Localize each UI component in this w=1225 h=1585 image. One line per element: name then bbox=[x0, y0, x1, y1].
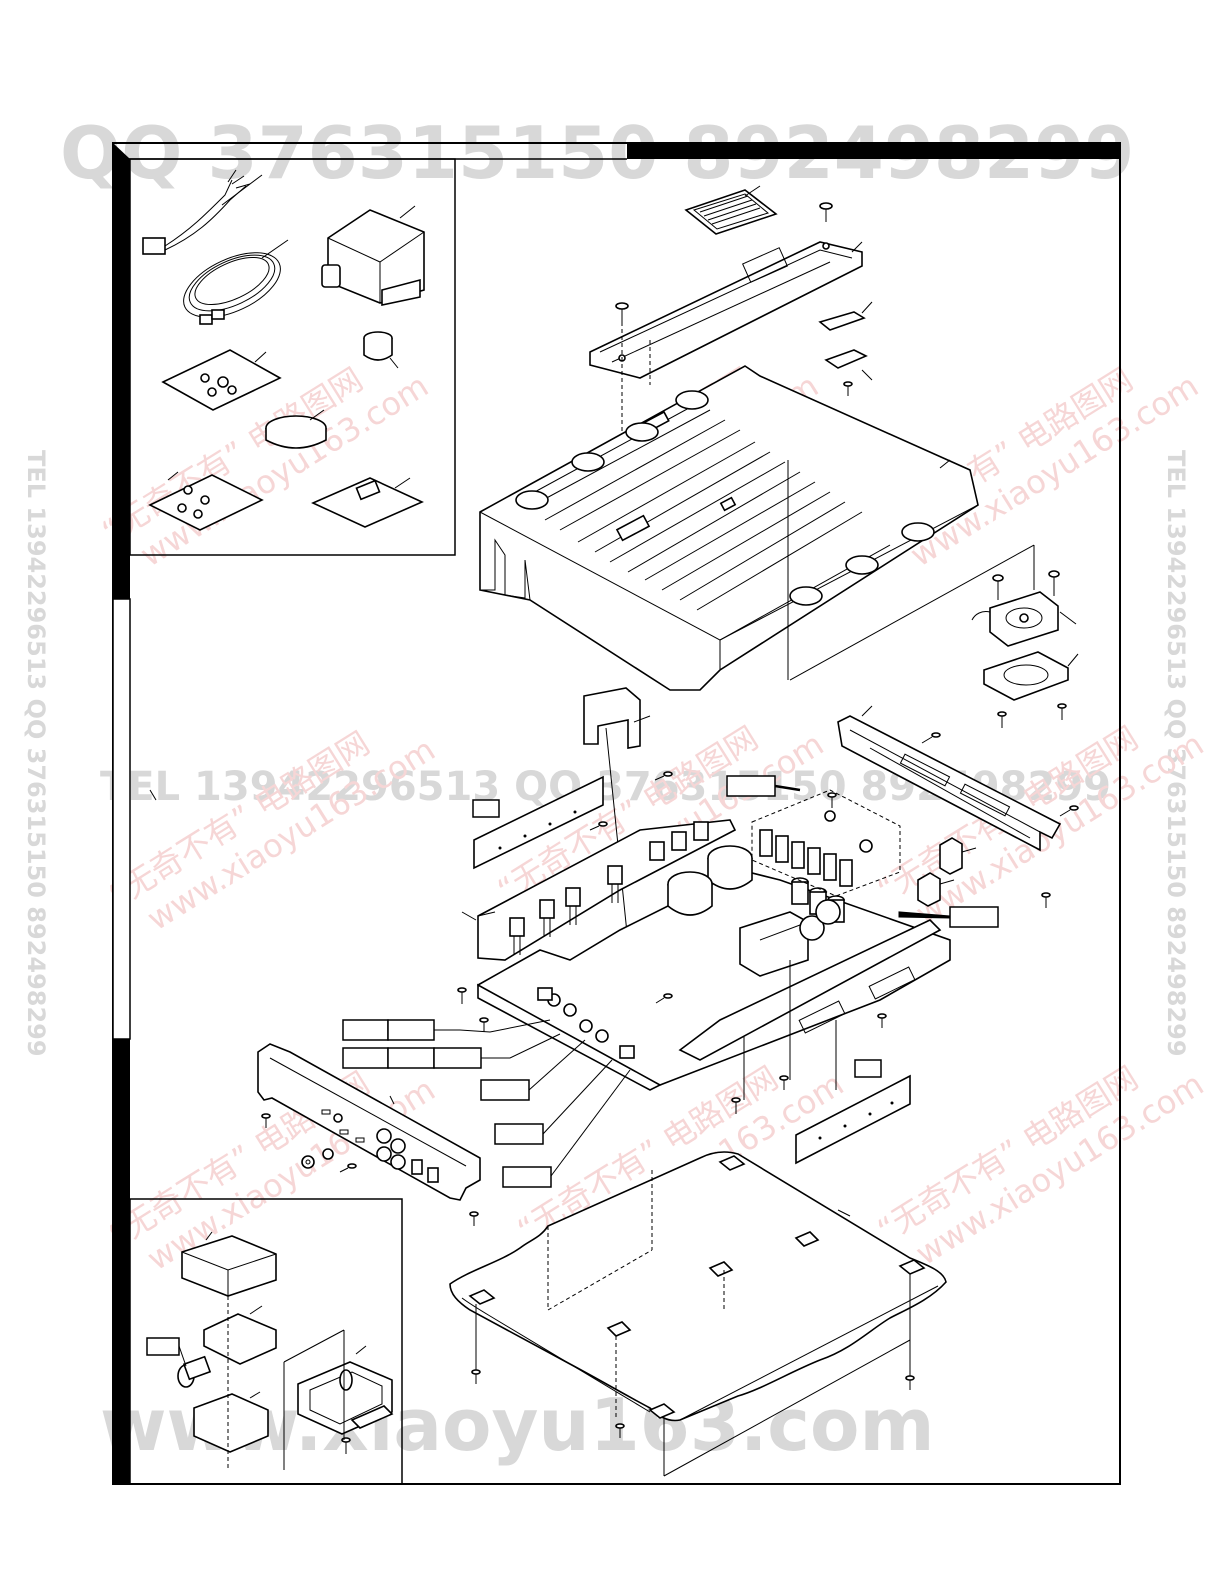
leader-mark bbox=[149, 789, 157, 801]
right-side-rail bbox=[827, 705, 1079, 908]
header-corner bbox=[113, 143, 130, 159]
terminal-strip bbox=[678, 919, 942, 1061]
controller-pcb bbox=[203, 1305, 277, 1365]
power-transistors bbox=[509, 821, 709, 955]
screw-kit-bag-1 bbox=[161, 349, 282, 411]
header-bar-right bbox=[627, 143, 1120, 159]
label-box-jack-a2 bbox=[387, 1019, 435, 1041]
small-bracket-1 bbox=[818, 301, 873, 331]
left-bar-bottom bbox=[113, 1039, 130, 1484]
remote-knob-shaft bbox=[321, 264, 341, 288]
front-panel bbox=[257, 1043, 481, 1226]
label-box-jack-b3 bbox=[433, 1047, 482, 1069]
adhesive-pad bbox=[311, 477, 424, 528]
insulator-sheet-left bbox=[473, 775, 604, 870]
heatsink-chassis bbox=[479, 365, 979, 691]
label-box-terminal bbox=[949, 906, 999, 928]
label-box-insulator-left bbox=[472, 799, 500, 818]
controller-top-cover bbox=[181, 1231, 277, 1297]
label-box-jack-b2 bbox=[387, 1047, 435, 1069]
left-bar-top bbox=[113, 159, 130, 599]
fan-bracket bbox=[983, 651, 1079, 728]
label-box-insulator-bottom bbox=[854, 1059, 882, 1078]
label-box-jack-a1 bbox=[342, 1019, 389, 1041]
watermark-side-left: TEL 13942296513 QQ 376315150 892498299 bbox=[22, 450, 50, 1057]
toroid-coils bbox=[667, 845, 753, 916]
label-box-output-group bbox=[726, 775, 776, 797]
accessory-parts bbox=[142, 169, 425, 531]
page-frame bbox=[112, 142, 1121, 1485]
controller-inset-box bbox=[129, 1198, 403, 1485]
wire-harness bbox=[142, 169, 263, 255]
holder-clip-2 bbox=[917, 872, 955, 907]
small-bracket-2 bbox=[824, 349, 873, 396]
insulator-sheet-bottom bbox=[795, 1074, 911, 1165]
cooling-fan-assembly bbox=[971, 570, 1077, 647]
bottom-plate bbox=[449, 1151, 947, 1477]
controller-exploded bbox=[177, 1231, 394, 1470]
controller-assembled bbox=[297, 1345, 394, 1454]
top-screw-1 bbox=[819, 202, 833, 222]
top-cover-assembly bbox=[589, 185, 873, 575]
power-transformer bbox=[739, 911, 809, 977]
harness-connector bbox=[142, 237, 166, 255]
label-box-connector-2 bbox=[494, 1123, 544, 1145]
label-box-jack-b1 bbox=[342, 1047, 389, 1069]
label-box-controller-knob bbox=[146, 1337, 180, 1356]
controller-bottom-case bbox=[193, 1391, 269, 1453]
small-inductors bbox=[799, 899, 841, 941]
output-transistor-group bbox=[751, 789, 901, 897]
label-boxes bbox=[146, 775, 999, 1367]
spacer-ring bbox=[265, 409, 327, 449]
top-screw-2 bbox=[615, 302, 629, 322]
heatsink-bumps bbox=[515, 390, 935, 606]
label-box-connector-3 bbox=[502, 1166, 552, 1188]
label-box-connector-1 bbox=[480, 1079, 530, 1101]
top-cover-plate bbox=[589, 241, 863, 379]
watermark-side-right: TEL 13942296513 QQ 376315150 892498299 bbox=[1162, 450, 1190, 1057]
coiled-cable bbox=[183, 239, 289, 325]
main-pcb bbox=[457, 771, 951, 1114]
controller-rotary-knob bbox=[177, 1355, 212, 1388]
screw-kit-bag-2 bbox=[148, 471, 264, 531]
volume-knob bbox=[363, 331, 399, 369]
left-bar-middle bbox=[112, 598, 131, 1040]
top-grille bbox=[684, 185, 778, 235]
holder-clip-1 bbox=[939, 837, 977, 875]
remote-control-module bbox=[321, 205, 425, 306]
accessory-inset-box bbox=[129, 158, 456, 556]
rca-input-jacks bbox=[537, 987, 635, 1059]
